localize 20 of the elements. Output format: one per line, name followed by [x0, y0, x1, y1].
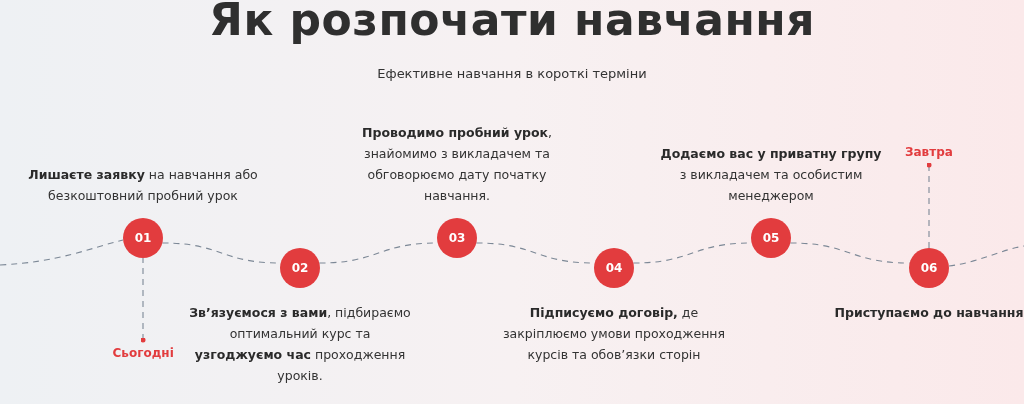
step-number-circle: 05 [751, 218, 791, 258]
page-title: Як розпочати навчання [208, 0, 816, 45]
step-number-circle: 02 [280, 248, 320, 288]
step-number-circle: 03 [437, 218, 477, 258]
step-number-circle: 06 [909, 248, 949, 288]
step-description: Лишаєте заявку на навчання або безкоштовний пробний урок [28, 166, 258, 205]
leader-line [926, 162, 932, 249]
dashed-path-line [948, 245, 1024, 267]
dashed-path-line [0, 239, 124, 266]
step-number-circle: 04 [594, 248, 634, 288]
subtitle: Ефективне навчання в короткі терміни [376, 66, 648, 81]
step-description: Додаємо вас у приватну групу з викладачем та особистим менеджером [659, 145, 883, 205]
step-description: Приступаємо до навчання [833, 304, 1024, 322]
step-description: Підписуємо договір, де закріплюємо умови проходження курсів та обов’язки сторін [501, 304, 727, 364]
leader-line [140, 257, 146, 343]
step-number-circle: 01 [123, 218, 163, 258]
step-description: Зв’язуємося з вами, підбираємо оптимальний курс та узгоджуємо час проходження уроків. [188, 304, 412, 385]
step-description: Проводимо пробний урок, знайомимо з викладачем та обговорюємо дату початку навчання. [360, 124, 554, 205]
time-label: Сьогодні [112, 346, 174, 360]
time-label: Завтра [905, 145, 953, 159]
